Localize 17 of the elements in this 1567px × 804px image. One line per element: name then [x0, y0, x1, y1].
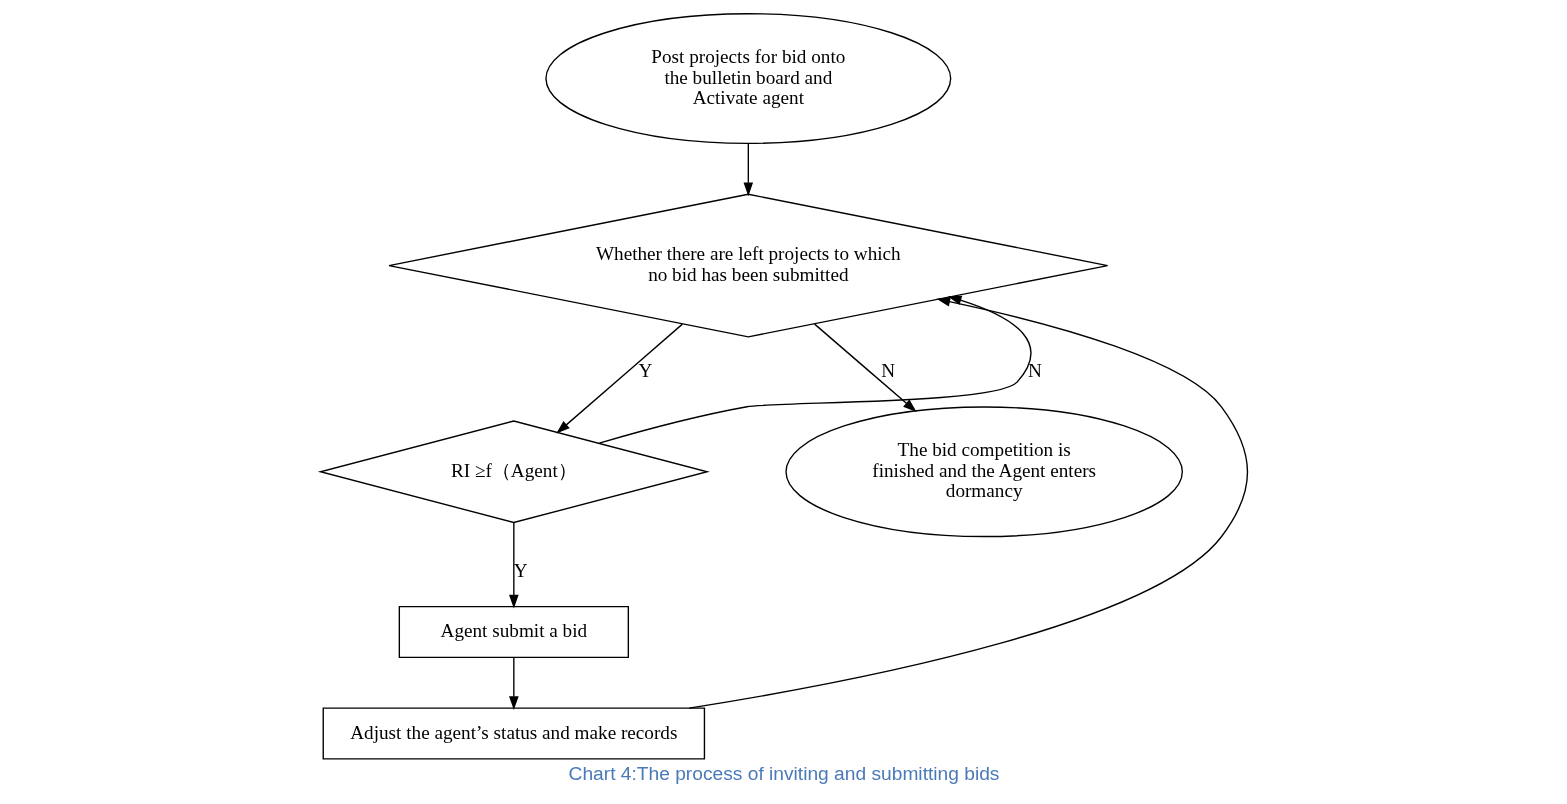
- arrow: [688, 297, 1248, 709]
- arrow: [555, 323, 683, 434]
- arrow: [813, 323, 917, 413]
- caption: Chart 4:The process of inviting and submitting bids: [568, 762, 999, 784]
- node-ellipse: The bid competition is finished and the Agent enters dormancy: [784, 406, 1183, 538]
- node-diamond: Whether there are left projects to which no bid has been submitted: [387, 193, 1108, 338]
- node-box: Adjust the agent’s status and make records: [322, 707, 705, 760]
- edge-label: N: [1027, 359, 1042, 381]
- arrow: [508, 657, 519, 711]
- edge-label: N: [880, 359, 895, 381]
- arrow: [598, 295, 1032, 444]
- edge-label: Y: [513, 559, 528, 581]
- arrow: [508, 521, 519, 609]
- arrow: [743, 143, 753, 197]
- edge-label: Y: [638, 359, 652, 381]
- node-box: Agent submit a bid: [398, 605, 629, 659]
- node-ellipse: Post projects for bid onto the bulletin board and Activate agent: [544, 13, 951, 145]
